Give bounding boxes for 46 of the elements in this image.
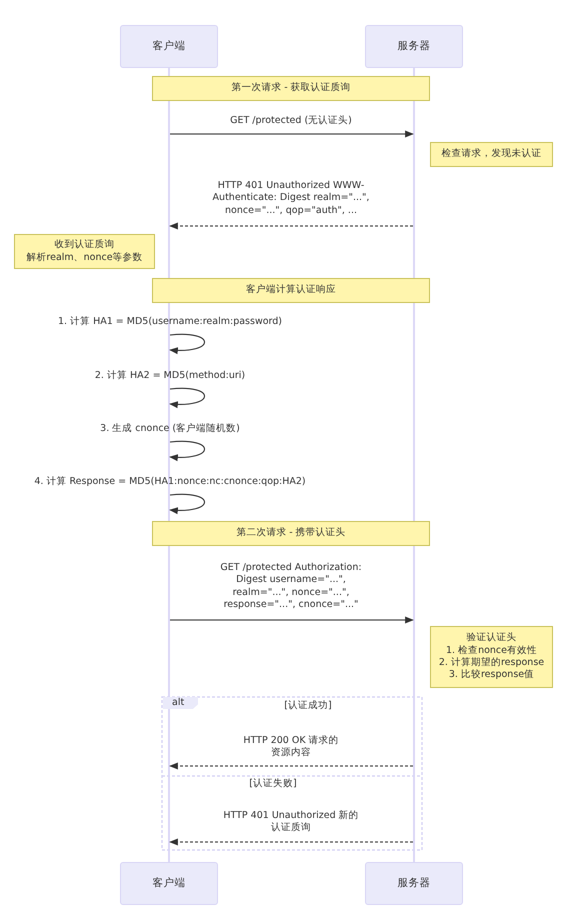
note-text: 验证认证头 xyxy=(466,632,516,645)
self-message-arrow xyxy=(169,388,205,408)
note-box xyxy=(430,142,553,167)
frame-tag: alt xyxy=(163,697,198,709)
message-label: 2. 计算 HA2 = MD5(method:uri) xyxy=(94,370,246,382)
message-label: HTTP 401 Unauthorized 新的认证质询 xyxy=(222,810,360,835)
note-text: 第二次请求 - 携带认证头 xyxy=(236,527,346,540)
note-box xyxy=(152,278,430,303)
message-label: 4. 计算 Response = MD5(HA1:nonce:nc:cnonce:qop:HA2) xyxy=(34,476,306,488)
note-text: 客户端计算认证响应 xyxy=(246,284,336,297)
note-box xyxy=(14,234,155,269)
participant-box xyxy=(365,25,463,68)
note-text: 2. 计算期望的response xyxy=(438,657,544,669)
participant-name: 客户端 xyxy=(152,876,186,890)
note-text: 收到认证质询 xyxy=(54,239,114,252)
self-message-arrow xyxy=(169,440,205,461)
note-text: 3. 比较response值 xyxy=(448,669,534,682)
condition-label: [认证失败] xyxy=(249,777,297,790)
note-text: 解析realm、nonce等参数 xyxy=(26,252,143,264)
participant-name: 服务器 xyxy=(398,40,430,54)
participant-name: 服务器 xyxy=(398,876,430,890)
message-arrow xyxy=(170,616,414,624)
lifeline xyxy=(413,68,415,862)
message-label: 3. 生成 cnonce (客户端随机数) xyxy=(100,423,240,436)
message-arrow xyxy=(169,838,413,846)
note-text: 检查请求，发现未认证 xyxy=(442,148,542,161)
note-box xyxy=(152,521,430,546)
message-label: HTTP 200 OK 请求的资源内容 xyxy=(242,735,340,760)
self-message-arrow xyxy=(169,494,205,514)
participant-name: 客户端 xyxy=(152,40,186,54)
note-box xyxy=(430,626,553,688)
message-label: GET /protected (无认证头) xyxy=(230,115,352,128)
note-box xyxy=(152,76,430,101)
message-label: HTTP 401 Unauthorized WWW-Authenticate: Digest realm="...", nonce="...", qop="auth", ... xyxy=(212,180,370,218)
participant-box xyxy=(120,862,218,905)
self-message-arrow xyxy=(169,334,205,354)
message-label: GET /protected Authorization: Digest username="...", realm="...", nonce="...", response="...", cnonce="..." xyxy=(219,562,363,612)
participant-box xyxy=(120,25,218,68)
note-text: 第一次请求 - 获取认证质询 xyxy=(231,82,351,95)
participant-box xyxy=(365,862,463,905)
note-text: 1. 检查nonce有效性 xyxy=(446,644,537,657)
message-arrow xyxy=(169,762,413,770)
message-arrow xyxy=(170,130,414,138)
message-arrow xyxy=(169,222,413,230)
message-label: 1. 计算 HA1 = MD5(username:realm:password) xyxy=(58,316,282,328)
condition-label: [认证成功] xyxy=(284,699,332,712)
